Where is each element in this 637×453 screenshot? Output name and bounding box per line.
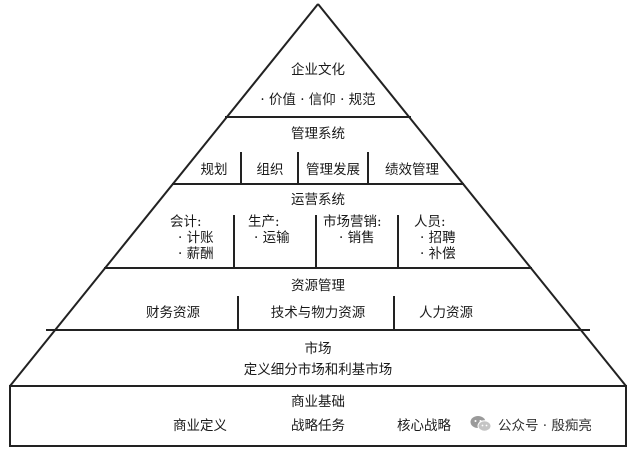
management-item-organizing: 组织 (256, 162, 284, 178)
market-subtitle: 定义细分市场和利基市场 (243, 362, 393, 378)
operations-column-marketing: 市场营销: · 销售 (323, 214, 382, 246)
operations-item: · 招聘 (420, 230, 456, 246)
operations-title: 运营系统 (291, 192, 345, 208)
operations-column-header: 市场营销: (323, 214, 382, 230)
pyramid-right-edge (317, 3, 627, 387)
resources-item-technical: 技术与物力资源 (270, 305, 366, 321)
operations-item: · 运输 (254, 230, 290, 246)
management-item-development: 管理发展 (306, 162, 360, 178)
wechat-icon (470, 415, 492, 433)
watermark: 公众号 · 殷痴亮 (470, 414, 592, 434)
culture-title: 企业文化 (291, 62, 345, 78)
watermark-text: 公众号 · 殷痴亮 (498, 418, 592, 434)
operations-column-header: 会计: (170, 214, 202, 230)
foundation-item-definition: 商业定义 (173, 418, 227, 434)
foundation-title: 商业基础 (291, 394, 345, 410)
foundation-item-strategy: 核心战略 (397, 418, 451, 434)
operations-item: · 补偿 (420, 246, 456, 262)
operations-column-header: 人员: (414, 214, 446, 230)
operations-column-personnel: 人员: · 招聘 · 补偿 (414, 214, 456, 262)
foundation-item-mission: 战略任务 (291, 418, 345, 434)
pyramid-left-edge (9, 3, 319, 387)
foundation-box (9, 385, 627, 447)
market-title: 市场 (304, 341, 332, 357)
resources-item-financial: 财务资源 (146, 305, 200, 321)
management-item-planning: 规划 (200, 162, 228, 178)
operations-item: · 计账 (178, 230, 214, 246)
operations-column-production: 生产: · 运输 (248, 214, 290, 246)
operations-item: · 销售 (339, 230, 375, 246)
operations-column-header: 生产: (248, 214, 280, 230)
resources-item-human: 人力资源 (419, 305, 473, 321)
resources-title: 资源管理 (291, 278, 345, 294)
management-title: 管理系统 (291, 126, 345, 142)
management-item-performance: 绩效管理 (385, 162, 439, 178)
culture-values: · 价值 · 信仰 · 规范 (260, 92, 376, 108)
operations-column-accounting: 会计: · 计账 · 薪酬 (170, 214, 214, 262)
operations-item: · 薪酬 (178, 246, 214, 262)
